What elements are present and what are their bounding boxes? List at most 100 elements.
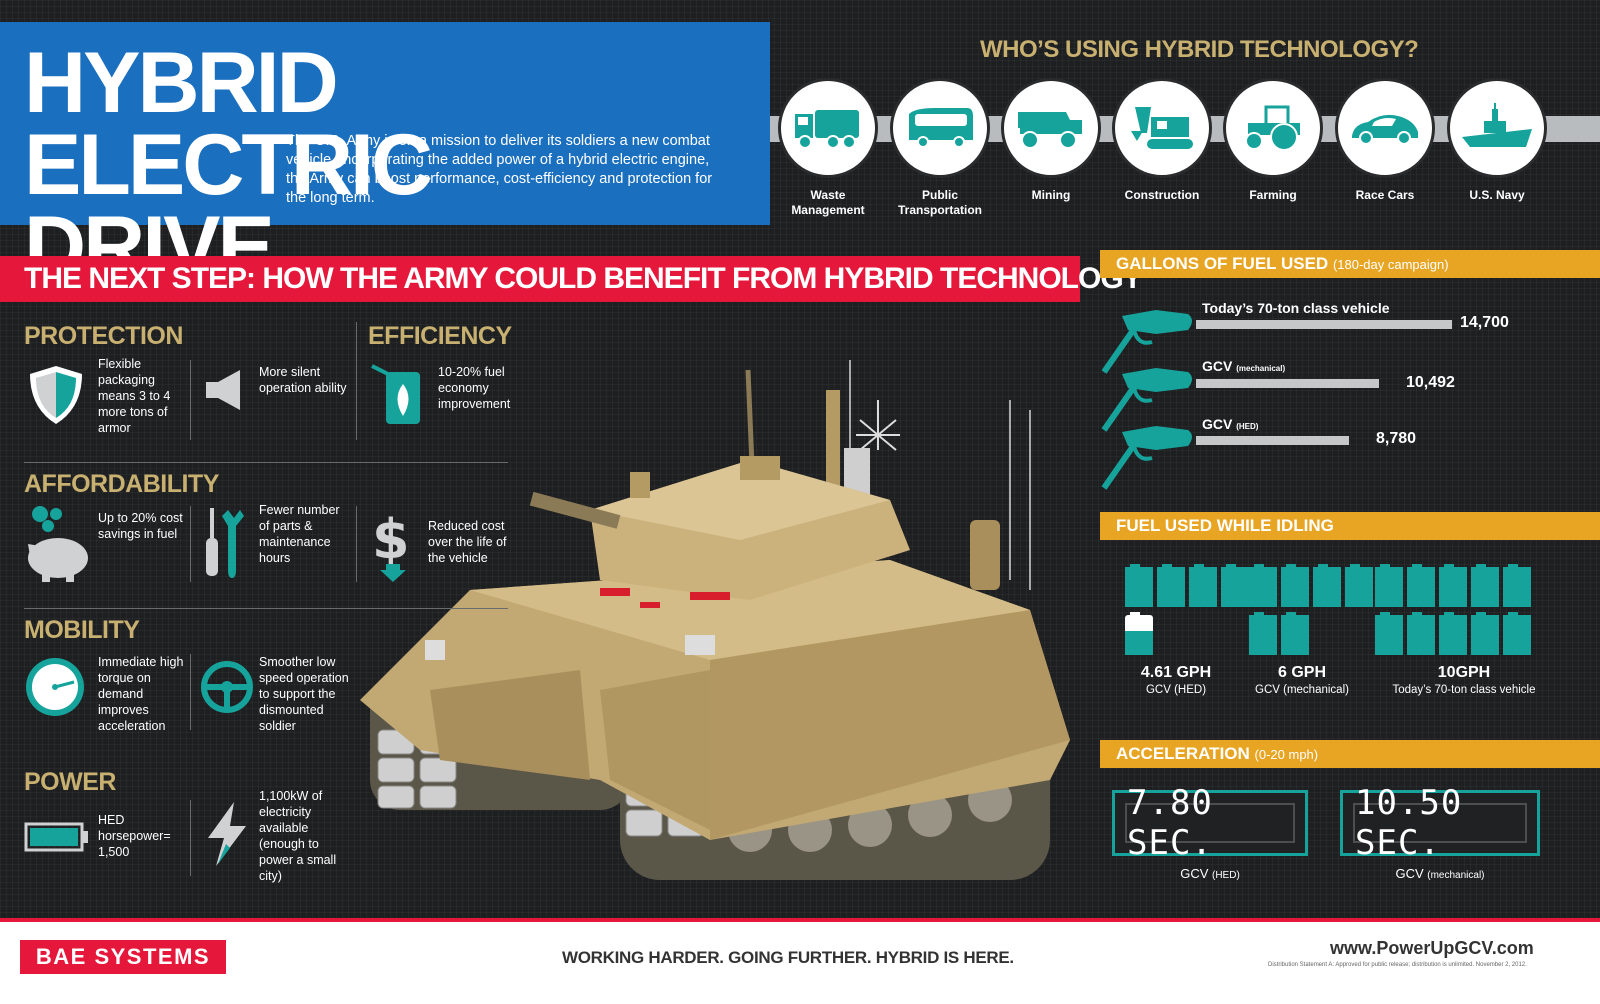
fuel-can-icon: [1221, 564, 1249, 607]
who-item-mining: Mining: [999, 78, 1103, 203]
divider: [356, 322, 357, 440]
excavator-icon: [1112, 78, 1212, 178]
protection-heading: PROTECTION: [24, 322, 183, 350]
fuel-row-label: GCV (HED): [1202, 416, 1259, 432]
next-step-banner: THE NEXT STEP: HOW THE ARMY COULD BENEFI…: [0, 256, 1143, 302]
battery-icon: [24, 822, 90, 857]
warship-icon: [1447, 78, 1547, 178]
fuel-can-icon: [1125, 564, 1153, 607]
fuel-can-icon: [1345, 564, 1373, 607]
bus-icon: [890, 78, 990, 178]
acceleration-header: ACCELERATION (0-20 mph): [1100, 740, 1600, 768]
affordability-heading: AFFORDABILITY: [24, 470, 219, 498]
who-label-line1: Mining: [1031, 188, 1071, 202]
who-label-line1: Farming: [1249, 188, 1297, 202]
acceleration-subtitle: (0-20 mph): [1254, 747, 1319, 762]
fuel-can-group: [1248, 564, 1380, 660]
idling-title: FUEL USED WHILE IDLING: [1116, 516, 1334, 535]
tools-icon: [206, 506, 246, 585]
next-step-banner-text: THE NEXT STEP: HOW THE ARMY COULD BENEFI…: [24, 262, 1143, 295]
fuel-can-icon: [1189, 564, 1217, 607]
fuel-can-icon: [1439, 564, 1467, 607]
fuel-can-icon: [1439, 612, 1467, 655]
fuel-can-icon: [1125, 612, 1153, 655]
divider: [190, 800, 191, 876]
title-line-1: HYBRID ELECTRIC: [24, 35, 433, 213]
fuel-can-group: [1124, 564, 1256, 660]
fuel-can-icon: [1313, 564, 1341, 607]
dollar-down-icon: $: [370, 508, 416, 587]
page-title: HYBRID ELECTRIC DRIVE: [24, 35, 744, 290]
fuel-can-icon: [1375, 564, 1403, 607]
fuel-can-icon: [1249, 612, 1277, 655]
website-link[interactable]: www.PowerUpGCV.com: [1330, 938, 1534, 958]
power-horsepower-text: HED horsepower= 1,500: [98, 813, 171, 859]
combat-vehicle-illustration: [360, 360, 1070, 880]
fuel-nozzle-icon: [1100, 302, 1200, 379]
fuel-bar: [1196, 436, 1349, 445]
affordability-life-cost-text: Reduced cost over the life of the vehicl…: [428, 519, 507, 565]
idling-header: FUEL USED WHILE IDLING: [1100, 512, 1600, 540]
who-item-race-cars: Race Cars: [1333, 78, 1437, 203]
acceleration-label: GCV (mechanical): [1395, 866, 1485, 881]
fuel-value: 10,492: [1406, 374, 1455, 391]
bae-systems-logo: BAE SYSTEMS: [20, 940, 226, 974]
fuel-can-icon: [1503, 612, 1531, 655]
power-heading: POWER: [24, 768, 116, 796]
divider: [24, 608, 508, 609]
idle-value: 4.61 GPH: [1140, 664, 1212, 681]
footer: BAE SYSTEMS WORKING HARDER. GOING FURTHE…: [0, 918, 1600, 1004]
fuel-can-icon: [1471, 564, 1499, 607]
fuel-can-icon: [1249, 564, 1277, 607]
fuel-bar: [1196, 320, 1452, 329]
shield-icon: [28, 364, 84, 431]
divider: [190, 654, 191, 730]
divider: [190, 360, 191, 440]
acceleration-time: 10.50 SEC.: [1353, 783, 1527, 863]
svg-text:$: $: [372, 508, 410, 571]
protection-silent-text: More silent operation ability: [259, 365, 347, 395]
divider: [24, 462, 508, 463]
fuel-can-icon: [1503, 564, 1531, 607]
fuel-can-icon: [1407, 612, 1435, 655]
who-item-construction: Construction: [1110, 78, 1214, 203]
mobility-heading: MOBILITY: [24, 616, 140, 644]
divider: [356, 506, 357, 582]
acceleration-label: GCV (HED): [1180, 866, 1240, 881]
acceleration-display-hed: 7.80 SEC.: [1112, 783, 1308, 863]
idle-label: GCV (HED): [1145, 684, 1207, 696]
fuel-row-label: GCV (mechanical): [1202, 358, 1286, 374]
fuel-nozzle-icon: [1100, 418, 1200, 495]
fuel-can-group: [1374, 564, 1538, 660]
divider: [190, 506, 191, 582]
who-label-line1: Race Cars: [1355, 188, 1415, 202]
who-label-line2: Transportation: [897, 203, 982, 217]
idle-value: 10GPH: [1437, 664, 1491, 681]
who-label-line1: U.S. Navy: [1469, 188, 1525, 202]
who-item-us-navy: U.S. Navy: [1445, 78, 1549, 203]
fuel-used-subtitle: (180-day campaign): [1332, 257, 1449, 272]
acceleration-title: ACCELERATION: [1116, 744, 1250, 763]
affordability-savings-text: Up to 20% cost savings in fuel: [98, 511, 183, 541]
fuel-can-icon: [1407, 564, 1435, 607]
race-car-icon: [1335, 78, 1435, 178]
fuel-can-icon: [1281, 612, 1309, 655]
tractor-icon: [1223, 78, 1323, 178]
who-label-line1: Waste: [810, 188, 846, 202]
acceleration-time: 7.80 SEC.: [1125, 783, 1295, 863]
fuel-can-leaf-icon: [368, 362, 424, 431]
power-electricity-text: 1,100kW of electricity available (enough…: [259, 789, 337, 883]
idle-label: Today’s 70-ton class vehicle: [1392, 684, 1536, 696]
who-using-title: WHO’S USING HYBRID TECHNOLOGY?: [980, 36, 1419, 63]
speedometer-icon: [24, 656, 86, 723]
who-label-line2: Management: [791, 203, 865, 217]
efficiency-fuel-text: 10-20% fuel economy improvement: [438, 365, 511, 411]
fuel-value: 14,700: [1460, 314, 1509, 331]
protection-armor-text: Flexible packaging means 3 to 4 more ton…: [98, 357, 171, 435]
fuel-value: 8,780: [1376, 430, 1417, 447]
fuel-can-icon: [1471, 612, 1499, 655]
idle-label: GCV (mechanical): [1255, 684, 1349, 696]
dump-truck-icon: [1001, 78, 1101, 178]
acceleration-display-mechanical: 10.50 SEC.: [1340, 783, 1540, 863]
